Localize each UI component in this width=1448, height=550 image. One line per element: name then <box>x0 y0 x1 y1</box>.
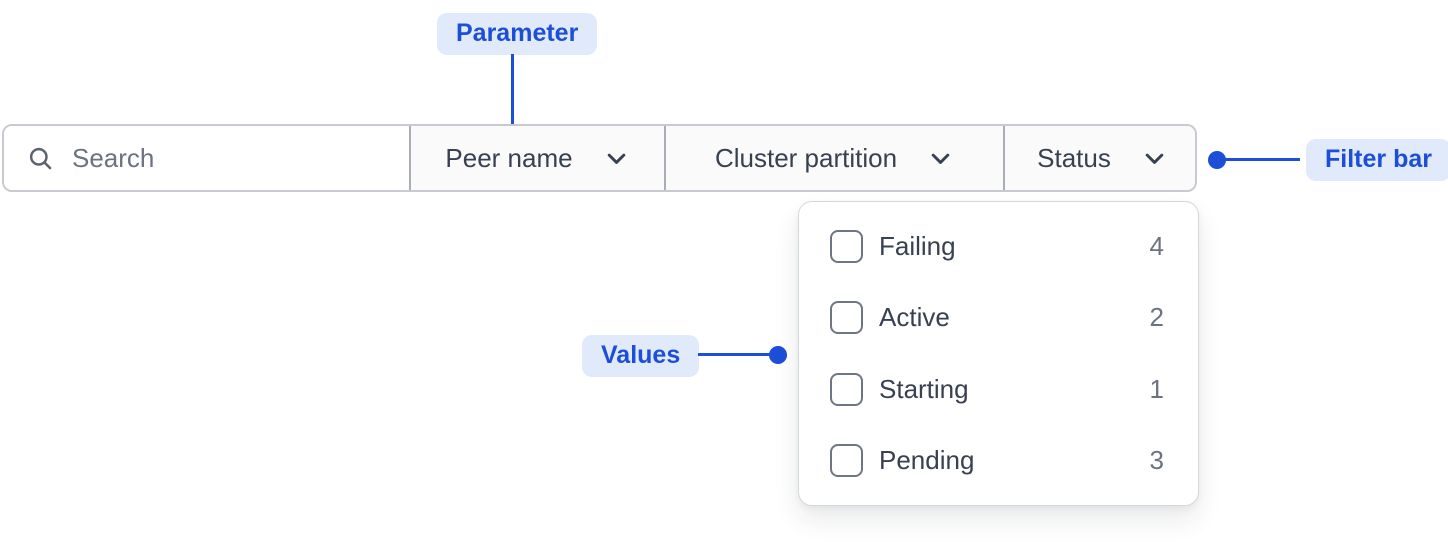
option-label: Failing <box>879 231 956 262</box>
option-label: Pending <box>879 444 975 475</box>
annotation-filter-bar-label: Filter bar <box>1306 139 1448 181</box>
search-icon <box>27 145 54 172</box>
annotation-filter-bar-dot <box>1208 151 1226 169</box>
dropdown-option-pending[interactable]: Pending 3 <box>799 425 1198 496</box>
annotation-parameter-connector <box>511 54 514 134</box>
chevron-down-icon <box>927 145 954 172</box>
chevron-down-icon <box>1141 145 1168 172</box>
annotation-values-dot <box>769 346 787 364</box>
filter-param-status[interactable]: Status <box>1003 126 1195 190</box>
search-input[interactable] <box>70 141 409 175</box>
option-count: 2 <box>1149 302 1164 333</box>
filter-bar: Peer name Cluster partition Status <box>2 124 1197 192</box>
option-label: Starting <box>879 373 969 404</box>
filter-param-peer-name[interactable]: Peer name <box>409 126 664 190</box>
filter-param-label: Cluster partition <box>714 142 898 173</box>
filter-param-cluster-partition[interactable]: Cluster partition <box>664 126 1003 190</box>
failing-checkbox[interactable] <box>830 230 863 264</box>
filter-param-label: Status <box>1037 142 1111 173</box>
dropdown-option-active[interactable]: Active 2 <box>799 282 1198 353</box>
annotation-values-connector <box>698 353 774 356</box>
annotation-parameter-label: Parameter <box>437 13 598 55</box>
status-dropdown-panel: Failing 4 Active 2 Starting 1 Pending 3 <box>798 201 1199 506</box>
search-section <box>4 126 409 190</box>
pending-checkbox[interactable] <box>830 443 863 477</box>
annotation-filter-bar-connector <box>1220 158 1300 161</box>
option-count: 1 <box>1149 373 1164 404</box>
dropdown-option-starting[interactable]: Starting 1 <box>799 354 1198 425</box>
option-label: Active <box>879 302 950 333</box>
option-count: 4 <box>1149 231 1164 262</box>
dropdown-option-failing[interactable]: Failing 4 <box>799 211 1198 282</box>
chevron-down-icon <box>603 145 630 172</box>
starting-checkbox[interactable] <box>830 372 863 406</box>
active-checkbox[interactable] <box>830 301 863 335</box>
annotation-values-label: Values <box>582 335 700 377</box>
filter-param-label: Peer name <box>445 142 573 173</box>
option-count: 3 <box>1149 444 1164 475</box>
